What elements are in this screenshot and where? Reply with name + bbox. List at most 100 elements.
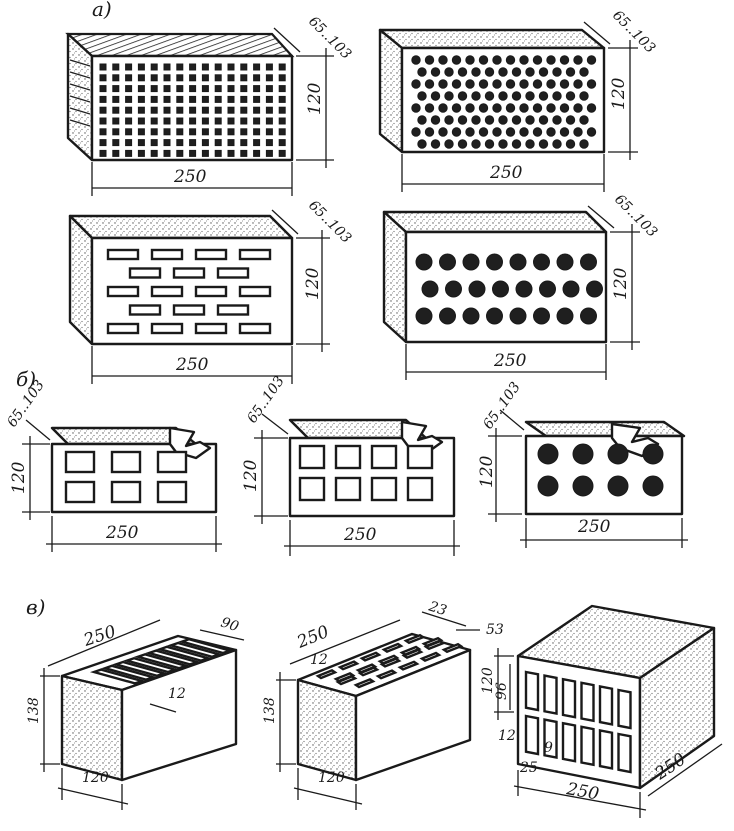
stone-b3-round-holes <box>524 420 686 516</box>
dim-a2-width: 65..103 <box>609 8 658 57</box>
hole-grid-a2 <box>411 55 597 149</box>
round-hole <box>552 67 562 77</box>
rect-cell <box>370 476 398 502</box>
dim-v3-25: 25 <box>519 760 538 776</box>
short-slot <box>441 642 464 654</box>
slot-hole <box>201 117 209 125</box>
round-hole <box>532 55 543 65</box>
long-slot <box>111 660 169 678</box>
cell-array-v3 <box>524 670 632 774</box>
slot-hole <box>240 95 248 103</box>
slot-hole <box>265 117 273 125</box>
slot-hole <box>240 85 248 93</box>
rect-cell <box>406 476 434 502</box>
slot-hole <box>278 74 286 82</box>
round-hole <box>511 139 522 149</box>
round-hole <box>484 115 495 125</box>
vertical-cell <box>598 728 614 770</box>
rect-cell <box>334 476 362 502</box>
brick-a3-slots <box>68 214 294 346</box>
dim-a1-width: 65..103 <box>305 14 354 63</box>
round-hole <box>573 79 583 89</box>
round-hole <box>538 91 549 101</box>
slot-hole <box>189 85 197 93</box>
round-hole <box>580 307 597 325</box>
slot-hole <box>214 117 222 125</box>
slot-hole <box>189 106 197 114</box>
round-hole <box>478 79 489 89</box>
vertical-cell <box>543 674 558 716</box>
slot-hole <box>176 128 184 136</box>
dim-v3-12: 12 <box>498 728 516 744</box>
hole-grid-a4 <box>415 253 603 325</box>
slot-hole <box>125 106 133 114</box>
dim-v3-9: 9 <box>544 740 553 756</box>
slot-hole <box>176 106 184 114</box>
round-hole <box>565 91 576 101</box>
round-hole <box>533 307 550 325</box>
slot-hole <box>227 139 235 147</box>
rect-slot <box>106 248 140 261</box>
round-hole <box>471 115 481 125</box>
slot-hole <box>201 95 209 103</box>
slot-hole <box>99 95 107 103</box>
slot-hole <box>253 149 261 157</box>
slot-hole <box>137 139 145 147</box>
slot-hole <box>265 149 273 157</box>
slot-hole <box>214 128 222 136</box>
round-hole <box>559 103 570 113</box>
dim-v1-slot: 12 <box>168 686 186 702</box>
slot-hole <box>112 95 120 103</box>
round-hole <box>539 280 556 298</box>
round-hole <box>579 67 589 77</box>
round-hole <box>559 55 570 65</box>
round-hole <box>579 91 589 101</box>
rect-slot <box>172 304 206 316</box>
round-hole <box>451 55 462 65</box>
slot-hole <box>137 128 145 136</box>
dim-v2-width: 120 <box>318 770 345 786</box>
round-hole <box>573 127 583 137</box>
slot-hole <box>163 139 171 147</box>
round-hole <box>486 253 503 271</box>
round-hole <box>559 127 570 137</box>
long-slot <box>122 656 180 674</box>
round-hole <box>586 103 597 113</box>
short-slot <box>315 669 338 680</box>
rect-slot <box>194 285 228 298</box>
rect-slot <box>128 267 162 279</box>
dim-v1-depth: 90 <box>219 615 241 636</box>
dim-v2-length: 250 <box>293 622 332 653</box>
round-hole <box>478 127 489 137</box>
round-hole <box>505 79 516 89</box>
slot-hole <box>99 106 107 114</box>
round-hole <box>509 307 527 325</box>
slot-hole <box>150 139 158 147</box>
section-label-a: а) <box>92 0 112 21</box>
round-hole <box>411 79 421 89</box>
slot-hole <box>176 85 184 93</box>
slot-hole <box>227 128 235 136</box>
dim-v2-slot: 12 <box>310 652 328 668</box>
short-slot <box>403 633 426 645</box>
dim-b1-height: 120 <box>9 461 29 494</box>
slot-hole <box>112 149 120 157</box>
round-hole <box>572 443 594 465</box>
round-hole <box>519 55 529 65</box>
short-slot <box>353 678 376 689</box>
slot-hole <box>240 106 248 114</box>
short-slot <box>423 639 446 651</box>
slot-hole <box>125 139 133 147</box>
slot-hole <box>201 63 209 71</box>
round-hole <box>565 67 576 77</box>
slot-hole <box>214 95 222 103</box>
round-hole <box>439 307 456 325</box>
slot-hole <box>214 63 222 71</box>
round-hole <box>556 253 574 271</box>
slot-hole <box>163 95 171 103</box>
hole-grid-a1 <box>99 63 286 157</box>
dim-v2-rib: 23 <box>426 598 449 619</box>
slot-hole <box>176 95 184 103</box>
slot-hole <box>253 74 261 82</box>
slot-hole <box>240 74 248 82</box>
